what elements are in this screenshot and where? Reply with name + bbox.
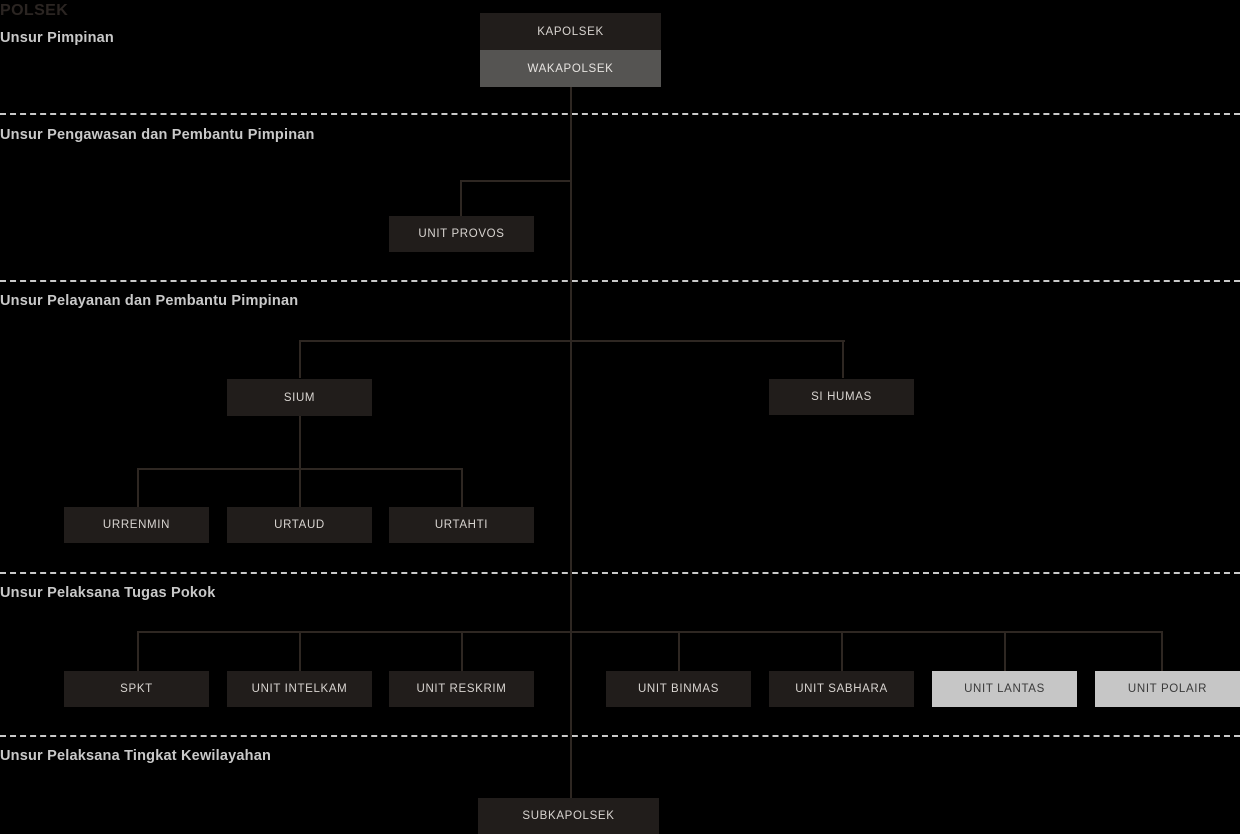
- node-urtaud[interactable]: URTAUD: [227, 507, 372, 543]
- node-urrenmin[interactable]: URRENMIN: [64, 507, 209, 543]
- node-subkapolsek[interactable]: SUBKAPOLSEK: [478, 798, 659, 834]
- connector-sium-stem: [299, 416, 301, 468]
- connector-reskrim-drop: [461, 631, 463, 671]
- node-si-humas[interactable]: SI HUMAS: [769, 379, 914, 415]
- connector-sihumas-drop: [842, 340, 844, 378]
- node-urtahti[interactable]: URTAHTI: [389, 507, 534, 543]
- band-label-pengawasan: Unsur Pengawasan dan Pembantu Pimpinan: [0, 127, 315, 143]
- node-spkt[interactable]: SPKT: [64, 671, 209, 707]
- connector-lantas-drop: [1004, 631, 1006, 671]
- section-divider-4: [0, 735, 1240, 737]
- band-label-kewilayahan: Unsur Pelaksana Tingkat Kewilayahan: [0, 748, 272, 764]
- connector-provos-horizontal: [460, 180, 572, 182]
- band-label-pelayanan: Unsur Pelayanan dan Pembantu Pimpinan: [0, 293, 299, 309]
- connector-binmas-drop: [678, 631, 680, 671]
- connector-sium-drop: [299, 340, 301, 378]
- connector-provos-vertical: [460, 180, 462, 216]
- connector-sabhara-drop: [841, 631, 843, 671]
- node-unit-lantas[interactable]: UNIT LANTAS: [932, 671, 1077, 707]
- page-title: POLSEK: [0, 2, 69, 19]
- node-wakapolsek[interactable]: WAKAPOLSEK: [480, 50, 661, 87]
- connector-urtahti-drop: [461, 468, 463, 507]
- section-divider-2: [0, 280, 1240, 282]
- node-unit-polair[interactable]: UNIT POLAIR: [1095, 671, 1240, 707]
- node-unit-intelkam[interactable]: UNIT INTELKAM: [227, 671, 372, 707]
- connector-urrenmin-drop: [137, 468, 139, 507]
- node-kapolsek[interactable]: KAPOLSEK: [480, 13, 661, 50]
- connector-pelayanan-rail: [299, 340, 845, 342]
- section-divider-3: [0, 572, 1240, 574]
- node-unit-sabhara[interactable]: UNIT SABHARA: [769, 671, 914, 707]
- section-divider-1: [0, 113, 1240, 115]
- node-sium[interactable]: SIUM: [227, 379, 372, 416]
- connector-main-spine: [570, 86, 572, 798]
- connector-pelaksana-rail: [137, 631, 1163, 633]
- connector-spkt-drop: [137, 631, 139, 671]
- node-unit-reskrim[interactable]: UNIT RESKRIM: [389, 671, 534, 707]
- band-label-pimpinan: Unsur Pimpinan: [0, 30, 114, 46]
- node-unit-provos[interactable]: UNIT PROVOS: [389, 216, 534, 252]
- node-unit-binmas[interactable]: UNIT BINMAS: [606, 671, 751, 707]
- band-label-pelaksana: Unsur Pelaksana Tugas Pokok: [0, 585, 216, 601]
- connector-polair-drop: [1161, 631, 1163, 671]
- connector-intelkam-drop: [299, 631, 301, 671]
- connector-urtaud-drop: [299, 468, 301, 507]
